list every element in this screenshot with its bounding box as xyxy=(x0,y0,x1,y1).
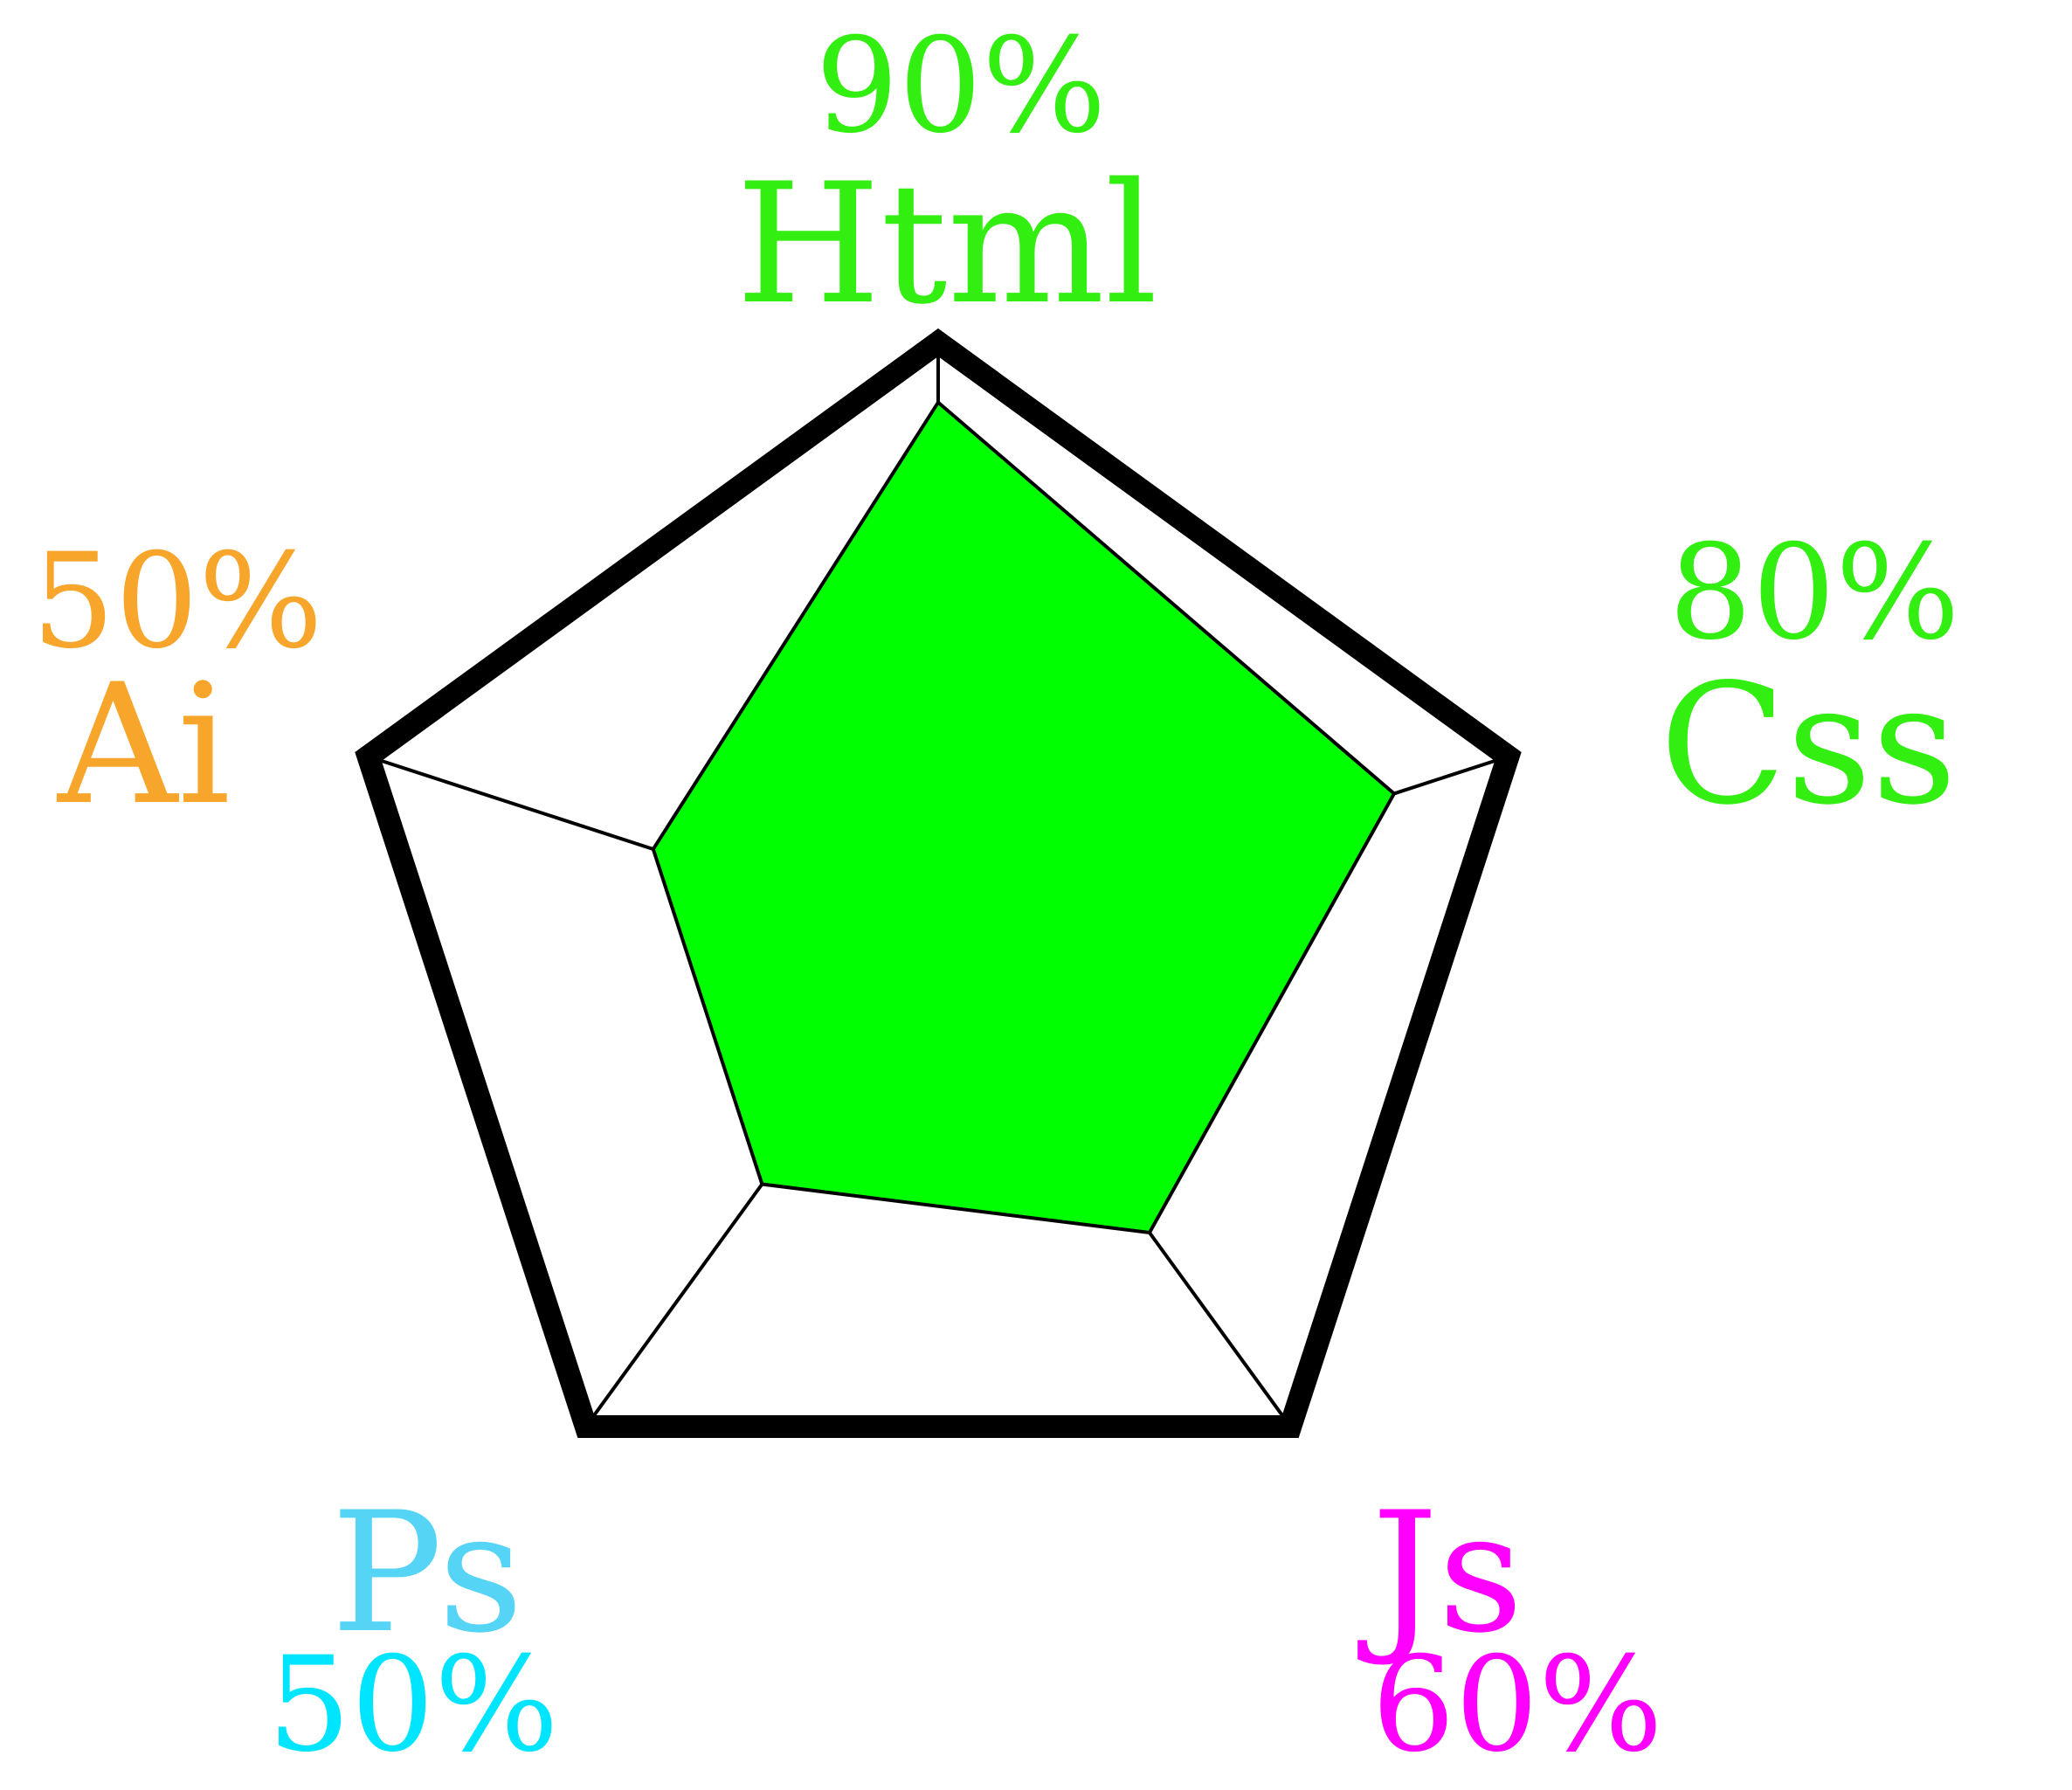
category-label-ai: Ai xyxy=(56,648,231,841)
value-label-ai: 50% xyxy=(31,526,322,678)
value-label-html: 90% xyxy=(815,10,1106,162)
category-label-ps: Ps xyxy=(331,1476,523,1669)
value-label-css: 80% xyxy=(1668,517,1959,669)
outer-frame xyxy=(355,328,1522,1438)
value-label-js: 60% xyxy=(1371,1629,1662,1781)
axis-spoke-js xyxy=(1148,1231,1292,1428)
category-label-js: Js xyxy=(1357,1476,1523,1669)
axis-spoke-css xyxy=(1393,755,1509,796)
category-label-css: Css xyxy=(1660,648,1957,841)
value-label-ps: 50% xyxy=(267,1629,558,1781)
category-label-html: Html xyxy=(736,148,1158,341)
axis-spoke-ai xyxy=(367,755,654,851)
data-area xyxy=(651,399,1397,1235)
radar-axes xyxy=(367,342,1509,1428)
axis-spoke-ps xyxy=(584,1183,764,1428)
